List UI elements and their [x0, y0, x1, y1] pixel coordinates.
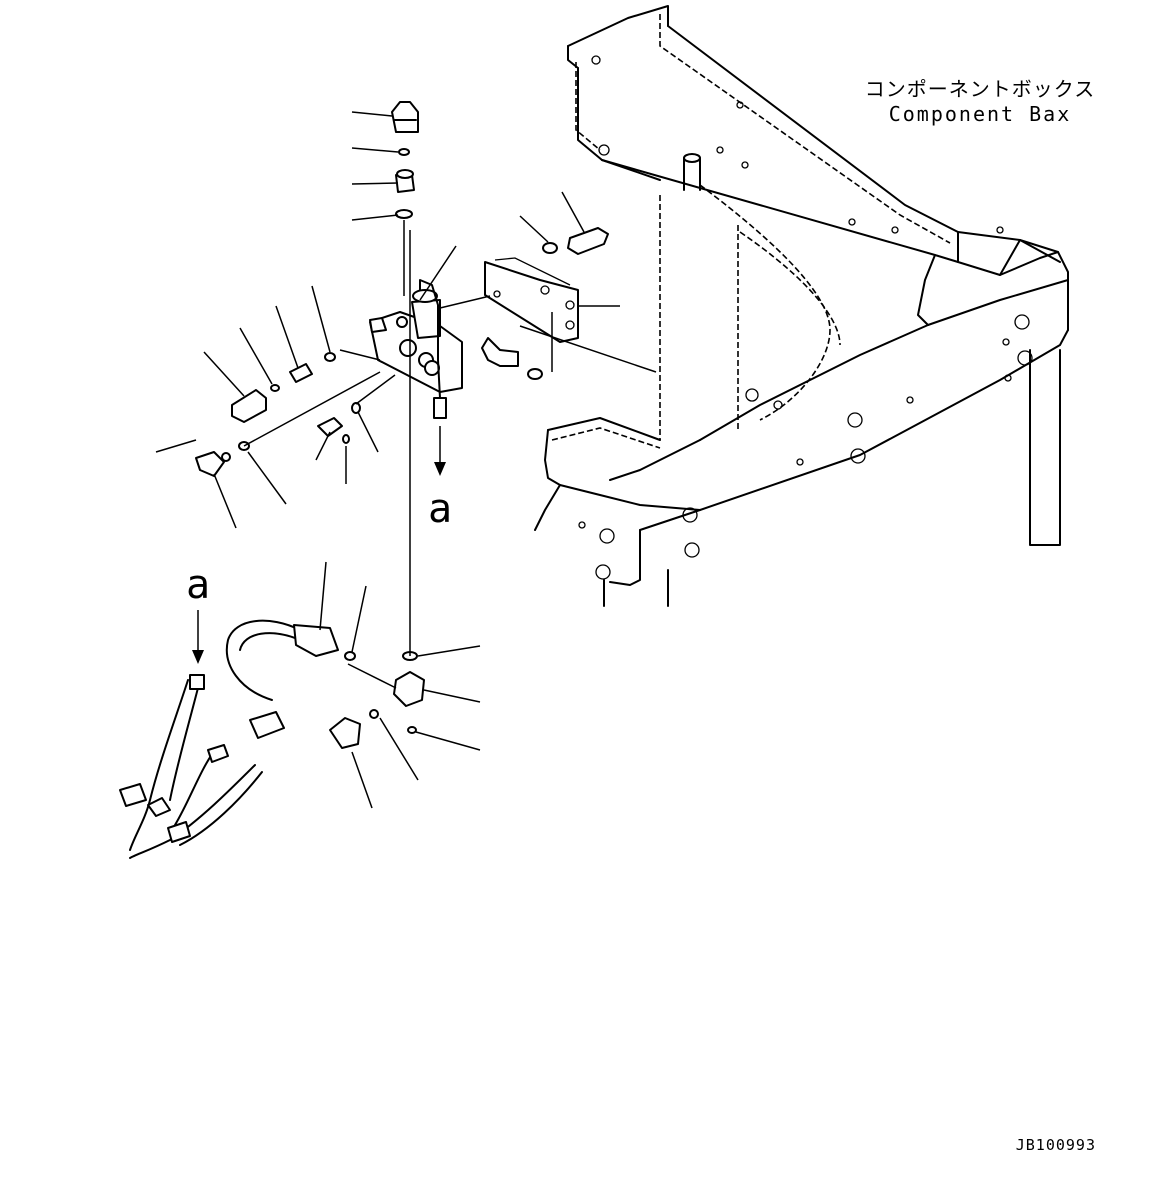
- top-fitting-stack: [391, 101, 419, 219]
- connector-label-bottom: a: [186, 562, 210, 608]
- drawing-id: JB100993: [1016, 1136, 1096, 1154]
- valve-block: [369, 279, 463, 419]
- lower-sensor-assembly: [119, 619, 425, 859]
- left-fittings: [195, 317, 387, 477]
- mounting-bracket: [481, 227, 609, 380]
- component-box-label-jp: コンポーネントボックス: [865, 77, 1095, 101]
- leader-lines: [155, 111, 657, 809]
- component-box-label-en: Component Bax: [889, 102, 1072, 126]
- frame-holes: [578, 55, 1033, 580]
- component-box-frame: [534, 5, 1069, 607]
- connector-arrow-top: [434, 426, 446, 476]
- connector-label-top: a: [428, 486, 452, 532]
- connector-arrow-bottom: [192, 610, 204, 664]
